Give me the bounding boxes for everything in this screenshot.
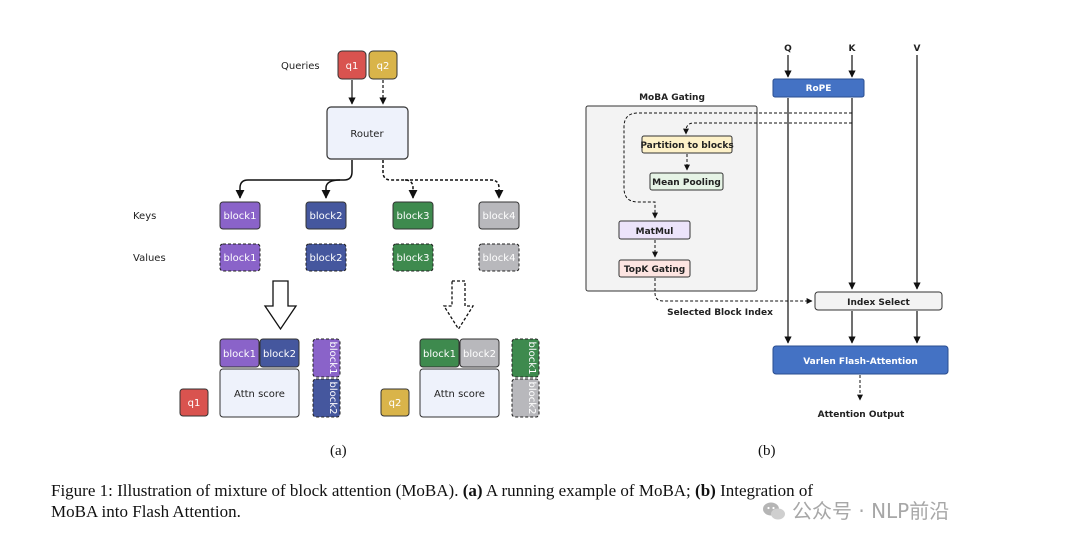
panel-a: Queries Keys Values q1 q2 Router block1 …	[133, 50, 540, 418]
matmul-label: MatMul	[636, 227, 674, 237]
q2-result-value2	[511, 378, 540, 418]
q1-result-block1-label: block1	[223, 349, 256, 360]
k-to-partition-dashed-path	[683, 122, 852, 135]
q2-result-block2	[459, 338, 500, 368]
partition-label: Partition to blocks	[640, 141, 733, 151]
q-input-label: Q	[784, 44, 792, 54]
caption-a-text: A running example of MoBA;	[485, 481, 691, 500]
q2-result-value2-label: block2	[526, 382, 537, 415]
q1-result-block1	[219, 338, 260, 368]
query-q2	[368, 50, 398, 80]
router-to-block1-arrow	[235, 160, 353, 199]
router-box	[326, 106, 409, 160]
q2-result-block1-label: block1	[423, 349, 456, 360]
router-to-block2-arrow	[321, 179, 341, 199]
router-label: Router	[350, 129, 384, 140]
index-select-box	[814, 291, 943, 311]
attention-output-label: Attention Output	[818, 410, 905, 420]
router-to-block4-arrow	[405, 179, 504, 199]
dashed-down-arrow	[442, 280, 475, 331]
q2-result-query-label: q2	[389, 398, 402, 409]
q1-result-block2-label: block2	[263, 349, 296, 360]
q2-result-block1	[419, 338, 460, 368]
key-block1	[219, 201, 261, 230]
values-label: Values	[133, 253, 166, 264]
query-q2-label: q2	[377, 61, 390, 72]
caption-b-tag: (b)	[695, 481, 716, 500]
q2-attn-score	[419, 368, 500, 418]
q2-attn-score-label: Attn score	[434, 389, 485, 400]
topk-to-index-select-arrow	[654, 278, 813, 304]
q2-result-value1	[511, 338, 540, 378]
value-block1	[219, 243, 261, 272]
q1-attn-score-label: Attn score	[234, 389, 285, 400]
q2-result-value1-label: block1	[526, 342, 537, 375]
caption-a-tag: (a)	[462, 481, 483, 500]
keys-label: Keys	[133, 211, 156, 222]
watermark: 公众号 · NLP前沿	[762, 495, 949, 524]
q1-result-value2-label: block2	[327, 382, 338, 415]
solid-down-arrow	[263, 280, 298, 331]
topk-box	[618, 259, 691, 278]
flash-attention-label: Varlen Flash-Attention	[803, 357, 918, 367]
value-block2	[305, 243, 347, 272]
queries-label: Queries	[281, 61, 320, 72]
q1-result-query	[179, 388, 209, 417]
q1-attn-score	[219, 368, 300, 418]
panel-b: Q K V RoPE MoBA Gating Partition to bloc…	[585, 44, 949, 420]
watermark-text: 公众号 · NLP前沿	[792, 499, 950, 523]
query-q1-label: q1	[346, 61, 359, 72]
key-block3	[392, 201, 434, 230]
flash-attention-box	[772, 345, 949, 375]
panel-a-sublabel: (a)	[330, 443, 347, 459]
index-select-label: Index Select	[847, 298, 910, 308]
q1-result-value2	[312, 378, 341, 418]
caption-line-2: MoBA into Flash Attention.	[51, 502, 241, 521]
mean-pooling-label: Mean Pooling	[652, 178, 721, 188]
router-to-block3-arrow	[382, 160, 418, 199]
mean-pooling-box	[649, 172, 724, 191]
value-block2-label: block2	[310, 253, 343, 264]
q1-result-query-label: q1	[188, 398, 201, 409]
moba-gating-title: MoBA Gating	[639, 93, 705, 103]
caption-line-1: Figure 1: Illustration of mixture of blo…	[51, 480, 1041, 501]
key-block2	[305, 201, 347, 230]
v-input-label: V	[914, 44, 921, 54]
topk-label: TopK Gating	[624, 265, 685, 275]
rope-label: RoPE	[806, 84, 832, 94]
matmul-box	[618, 220, 691, 240]
key-block4	[478, 201, 520, 230]
key-block2-label: block2	[310, 211, 343, 222]
rope-box	[772, 78, 865, 98]
k-to-matmul-dashed-path	[623, 112, 852, 219]
partition-box	[641, 135, 733, 154]
value-block4-label: block4	[483, 253, 516, 264]
q2-result-query	[380, 388, 410, 417]
wechat-icon	[762, 501, 786, 521]
figure-caption: Figure 1: Illustration of mixture of blo…	[51, 480, 1041, 522]
selected-block-index-label: Selected Block Index	[667, 308, 773, 318]
caption-b-text: Integration of	[720, 481, 814, 500]
key-block4-label: block4	[483, 211, 516, 222]
k-input-label: K	[849, 44, 857, 54]
caption-prefix: Figure 1: Illustration of mixture of blo…	[51, 481, 459, 500]
q1-result-value1	[312, 338, 341, 378]
value-block3	[392, 243, 434, 272]
value-block1-label: block1	[224, 253, 257, 264]
key-block3-label: block3	[397, 211, 430, 222]
q1-result-block2	[259, 338, 300, 368]
query-q1	[337, 50, 367, 80]
value-block3-label: block3	[397, 253, 430, 264]
q2-result-block2-label: block2	[463, 349, 496, 360]
panel-b-sublabel: (b)	[758, 443, 776, 459]
key-block1-label: block1	[224, 211, 257, 222]
value-block4	[478, 243, 520, 272]
q1-result-value1-label: block1	[327, 342, 338, 375]
